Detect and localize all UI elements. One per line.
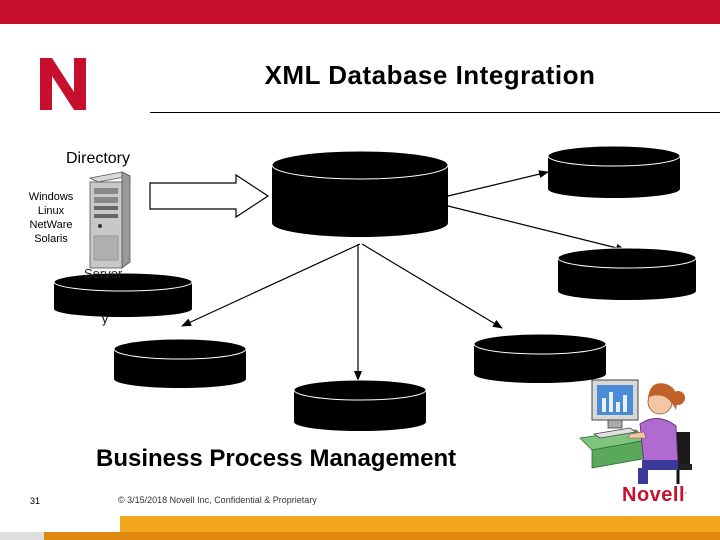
os-item-linux: Linux [37,205,65,217]
database-cylinder-lower-right [473,333,607,383]
title-rule [150,112,720,113]
server-tower-icon [88,171,132,269]
connector-hub-to-lower-left [181,243,361,327]
novell-wordmark-mark: . [685,488,688,496]
person-at-computer-icon [579,379,692,484]
connector-hub-to-right [439,203,626,252]
business-process-management-label: Business Process Management [96,445,457,472]
os-item-windows: Windows [28,191,74,203]
directory-to-hub-arrow [149,173,270,219]
connector-hub-to-lower-right [361,243,503,329]
top-brand-bar [0,0,720,24]
novell-wordmark-text: Novell [622,484,686,506]
database-cylinder-bottom [293,379,427,431]
database-cylinder-lower-left [113,338,247,388]
slide-title: XML Database Integration [264,60,596,90]
copyright-text: © 3/15/2018 Novell Inc, Confidential & P… [118,495,317,505]
novell-wordmark: Novell. [622,484,687,507]
novell-n-logo-icon [40,58,86,110]
bottom-brand-bar [0,514,720,540]
hub-database-cylinder [271,150,449,237]
database-cylinder-directory [53,272,193,317]
os-item-solaris: Solaris [34,233,68,245]
database-cylinder-right [557,247,697,300]
stray-text: y [102,312,108,326]
connector-hub-to-top-right [438,170,549,202]
database-cylinder-top-right [547,145,681,198]
server-label: Server [84,266,123,281]
directory-label: Directory [66,150,131,167]
os-item-netware: NetWare [29,219,73,231]
page-number: 31 [30,496,41,506]
